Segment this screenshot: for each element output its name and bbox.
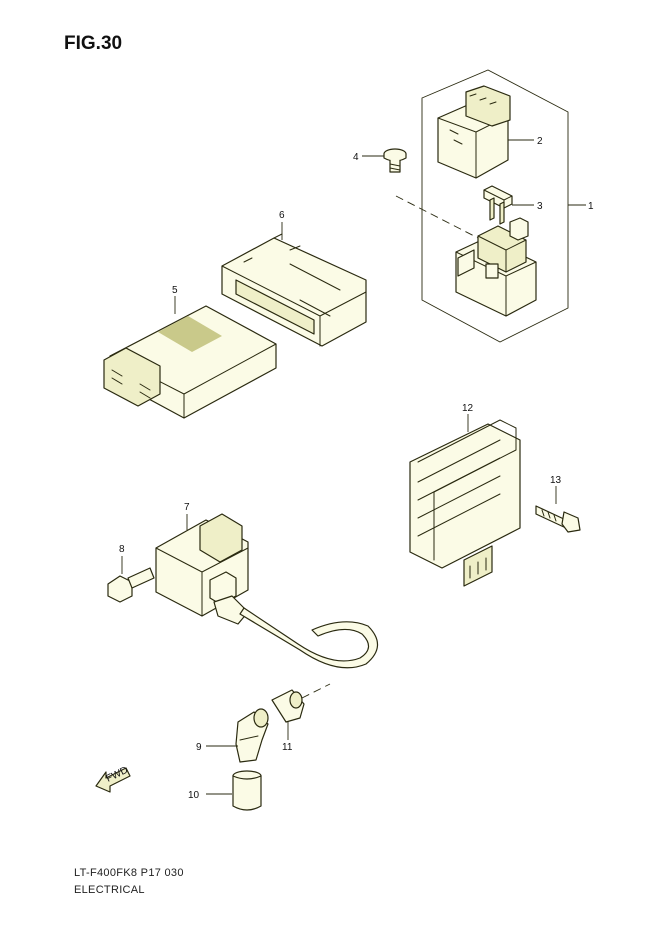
- callout-10: 10: [188, 790, 200, 801]
- starter-relay-part: [455, 217, 537, 317]
- callout-1: 1: [588, 201, 594, 212]
- callout-11: 11: [282, 742, 293, 753]
- callout-7: 7: [184, 502, 190, 513]
- forward-arrow-icon: FWD: [95, 765, 131, 793]
- ecu-cover-part: [221, 233, 367, 347]
- ignition-coil-part: [155, 513, 249, 625]
- callout-9: 9: [196, 742, 202, 753]
- plug-cap-part-9: [235, 708, 269, 763]
- callout-8: 8: [119, 544, 125, 555]
- fuse-part: [483, 185, 513, 225]
- ecu-part: [103, 305, 277, 419]
- regulator-part: [409, 419, 521, 587]
- callout-2: 2: [537, 136, 543, 147]
- assembly-outline: [421, 69, 569, 343]
- figure-title: FIG.30: [64, 33, 123, 54]
- assembly-dash-line: [395, 195, 479, 239]
- callout-13: 13: [550, 475, 562, 486]
- callout-6: 6: [279, 210, 285, 221]
- figure-code: LT-F400FK8 P17 030: [74, 867, 184, 879]
- high-tension-lead: [239, 607, 379, 669]
- cap-part-10: [232, 770, 262, 811]
- bolt-part-13: [535, 505, 581, 533]
- bolt-part-8: [107, 567, 155, 603]
- plug-cap-part-11: [271, 689, 305, 723]
- callout-12: 12: [462, 403, 474, 414]
- dash-to-11: [301, 683, 331, 699]
- callout-3: 3: [537, 201, 543, 212]
- callout-4: 4: [353, 152, 359, 163]
- relay-cover-part: [437, 85, 511, 179]
- screw-part-4: [383, 148, 407, 173]
- callout-5: 5: [172, 285, 178, 296]
- section-name: ELECTRICAL: [74, 884, 145, 896]
